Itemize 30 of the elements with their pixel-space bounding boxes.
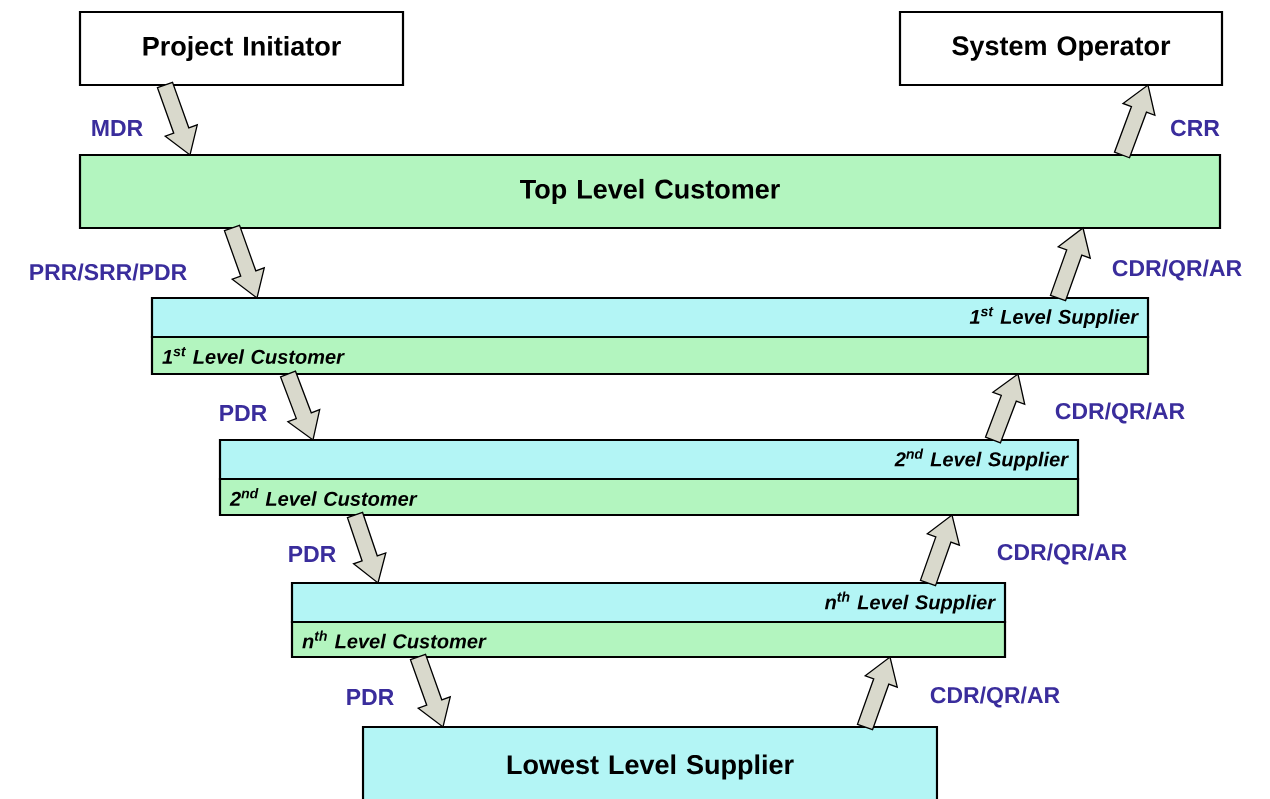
edge-label: PRR/SRR/PDR — [27, 262, 189, 282]
supplier-band: 1$^{st}$ Level Supplier — [150, 296, 1150, 339]
supplier-band: 2$^{nd}$ Level Supplier — [218, 438, 1080, 481]
edge-label: CRR — [1169, 118, 1221, 138]
initiator-box: Project Initiator — [78, 10, 405, 87]
block-arrow — [409, 653, 452, 729]
edge-label: CDR/QR/AR — [1110, 258, 1244, 282]
supplier-box: Lowest Level Supplier — [361, 725, 939, 799]
block-arrow — [1113, 83, 1156, 159]
block-arrow — [346, 511, 387, 585]
block-arrow — [1049, 226, 1092, 302]
block-arrow — [223, 224, 266, 300]
edge-label: MDR — [89, 119, 145, 137]
block-arrow — [279, 370, 321, 442]
block-arrow — [156, 81, 199, 157]
edge-label: PDR — [344, 688, 396, 706]
customer-band: n$^{th}$ Level Customer — [290, 620, 1007, 659]
edge-label: CDR/QR/AR — [995, 542, 1129, 566]
block-arrow — [984, 372, 1026, 444]
block-arrow — [919, 513, 961, 587]
edge-label: PDR — [217, 404, 269, 422]
block-arrow — [856, 655, 899, 731]
customer-band: 1$^{st}$ Level Customer — [150, 335, 1150, 376]
edge-label: CDR/QR/AR — [1053, 401, 1187, 425]
customer-band: Top Level Customer — [78, 153, 1222, 230]
edge-label: PDR — [286, 545, 338, 563]
supplier-band: n$^{th}$ Level Supplier — [290, 581, 1007, 624]
operator-box: System Operator — [898, 10, 1224, 87]
customer-band: 2$^{nd}$ Level Customer — [218, 477, 1080, 517]
edge-label: CDR/QR/AR — [928, 685, 1062, 709]
